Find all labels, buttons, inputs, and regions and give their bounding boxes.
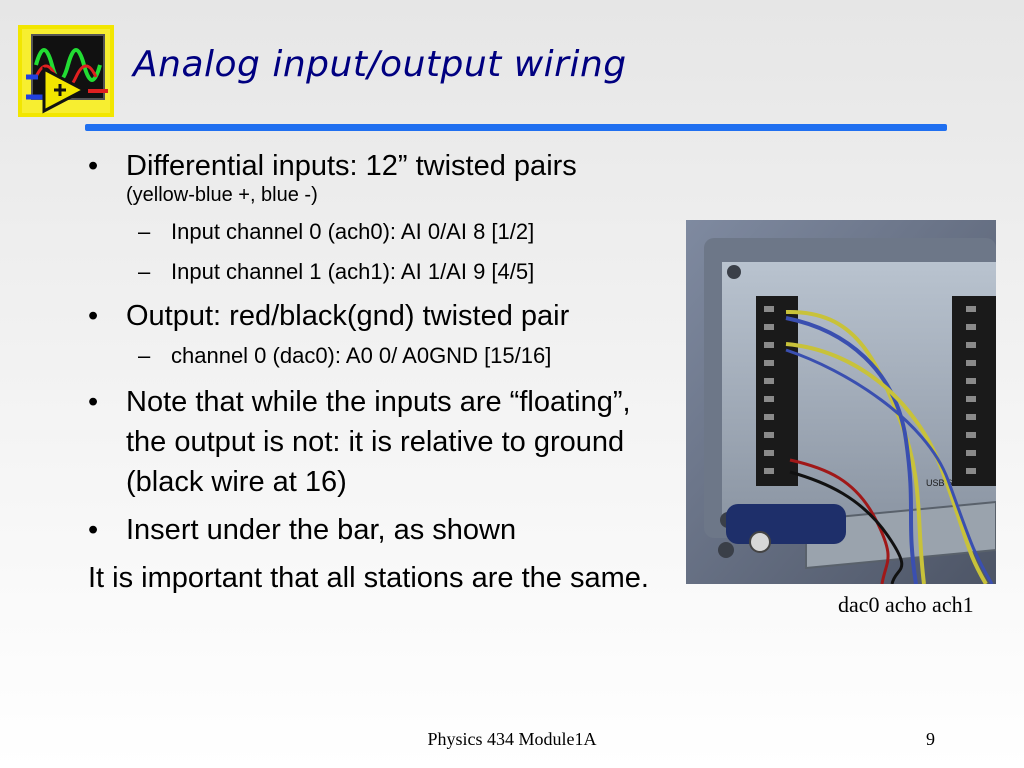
photo-caption: dac0 acho ach1 <box>838 592 974 617</box>
slide-title: Analog input/output wiring <box>133 44 627 85</box>
sub-bullet-item: – Input channel 0 (ach0): AI 0/AI 8 [1/2… <box>88 212 678 252</box>
page-number: 9 <box>926 729 935 749</box>
bullet-item: • Insert under the bar, as shown <box>88 510 678 550</box>
closing-text: It is important that all stations are th… <box>88 562 649 594</box>
bullet-mark: • <box>88 300 99 332</box>
bullet-text: Output: red/black(gnd) twisted pair <box>126 300 570 332</box>
bullet-text: Insert under the bar, as shown <box>126 514 517 546</box>
bullet-mark: • <box>88 386 99 418</box>
bullet-note: (yellow-blue +, blue -) <box>126 184 318 206</box>
wiring-photo: USB-6341 <box>686 220 997 586</box>
title-divider <box>85 124 947 131</box>
sub-bullet-text: channel 0 (dac0): A0 0/ A0GND [15/16] <box>171 343 552 368</box>
bullet-item: • Note that while the inputs are “floati… <box>88 382 678 502</box>
bullet-text: Note that while the inputs are “floating… <box>126 386 631 498</box>
footer-course: Physics 434 Module1A <box>427 729 597 749</box>
bullet-mark: • <box>88 514 99 546</box>
sub-bullet-text: Input channel 0 (ach0): AI 0/AI 8 [1/2] <box>171 219 535 244</box>
sub-bullet-text: Input channel 1 (ach1): AI 1/AI 9 [4/5] <box>171 259 535 284</box>
dash-mark: – <box>138 219 151 244</box>
sub-bullet-item: – channel 0 (dac0): A0 0/ A0GND [15/16] <box>88 336 678 376</box>
dash-mark: – <box>138 259 151 284</box>
bullet-item: • Output: red/black(gnd) twisted pair <box>88 296 678 336</box>
slide-body: • Differential inputs: 12” twisted pairs… <box>88 146 678 598</box>
labview-logo-icon <box>18 25 114 117</box>
bullet-item: • Differential inputs: 12” twisted pairs… <box>88 146 678 208</box>
sub-bullet-item: – Input channel 1 (ach1): AI 1/AI 9 [4/5… <box>88 252 678 292</box>
bullet-text: Differential inputs: 12” twisted pairs <box>126 150 577 182</box>
bullet-mark: • <box>88 150 99 182</box>
dash-mark: – <box>138 343 151 368</box>
